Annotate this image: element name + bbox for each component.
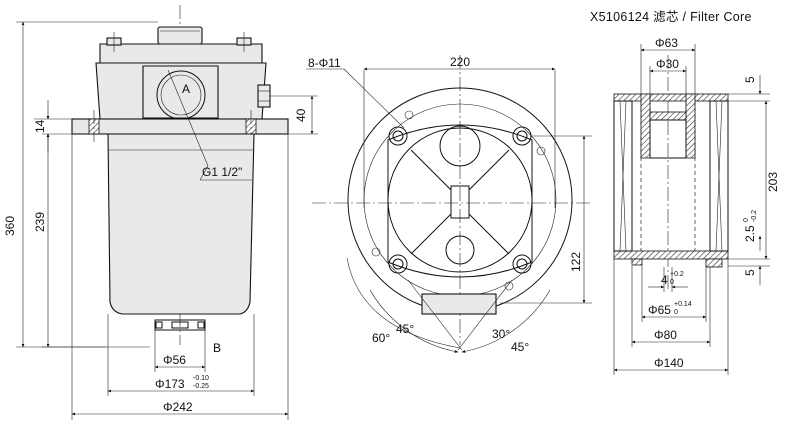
dim-core-height: 203 bbox=[766, 172, 780, 192]
port-thread-label: G1 1/2" bbox=[202, 165, 242, 179]
dim-angle-a: 60° bbox=[372, 331, 390, 345]
dim-core-side: 2.5 bbox=[743, 225, 757, 242]
dim-core-side-tol-upper: 0 bbox=[743, 218, 750, 222]
dim-drain-dia: Φ56 bbox=[163, 353, 186, 367]
dim-angle-c: 30° bbox=[492, 327, 510, 341]
dim-core-bore-dia: Φ65 bbox=[648, 303, 671, 317]
dim-core-bore-tol-upper: +0.14 bbox=[674, 301, 692, 308]
dim-core-top-gap: 5 bbox=[743, 76, 757, 83]
dim-core-groove-tol-upper: +0.2 bbox=[670, 271, 684, 278]
side-view: A B G1 1/2" 360 239 bbox=[3, 5, 318, 420]
dim-port-offset: 40 bbox=[294, 108, 308, 122]
dim-core-bore-tol-lower: 0 bbox=[674, 309, 678, 316]
dim-core-top-dia: Φ63 bbox=[655, 36, 678, 50]
dim-top-width: 220 bbox=[450, 55, 470, 69]
dim-top-height: 122 bbox=[569, 252, 583, 272]
dim-core-outer-dia: Φ140 bbox=[654, 356, 684, 370]
dim-core-groove: 4 bbox=[661, 273, 668, 287]
drain-label: B bbox=[213, 341, 221, 355]
dim-angle-d: 45° bbox=[511, 340, 529, 354]
dim-core-bottom-gap: 5 bbox=[743, 269, 757, 276]
dim-bolt-holes: 8-Φ11 bbox=[308, 56, 341, 70]
top-view: 8-Φ11 220 122 60° 45° 30° 45° bbox=[306, 55, 592, 354]
dim-core-groove-tol-lower: 0 bbox=[670, 279, 674, 286]
dim-body-dia: Φ173 bbox=[155, 377, 185, 391]
filter-core-view: Φ63 Φ30 5 203 2.5 0 -0.2 5 4 +0.2 0 Φ65 … bbox=[613, 36, 780, 375]
dim-body-height: 239 bbox=[33, 212, 47, 232]
dim-body-dia-tol-upper: -0.10 bbox=[193, 375, 209, 382]
dim-flange-dia: Φ242 bbox=[163, 400, 193, 414]
port-label: A bbox=[182, 82, 190, 96]
dim-core-side-tol-lower: -0.2 bbox=[751, 210, 758, 222]
dim-overall-height: 360 bbox=[3, 216, 17, 236]
dim-flange-thickness: 14 bbox=[33, 119, 47, 133]
dim-body-dia-tol-lower: -0.25 bbox=[193, 383, 209, 390]
drawing-title: X5106124 滤芯 / Filter Core bbox=[590, 10, 752, 24]
dim-core-inner-dia: Φ30 bbox=[656, 57, 679, 71]
dim-angle-b: 45° bbox=[396, 322, 414, 336]
dim-core-dia: Φ80 bbox=[654, 328, 677, 342]
